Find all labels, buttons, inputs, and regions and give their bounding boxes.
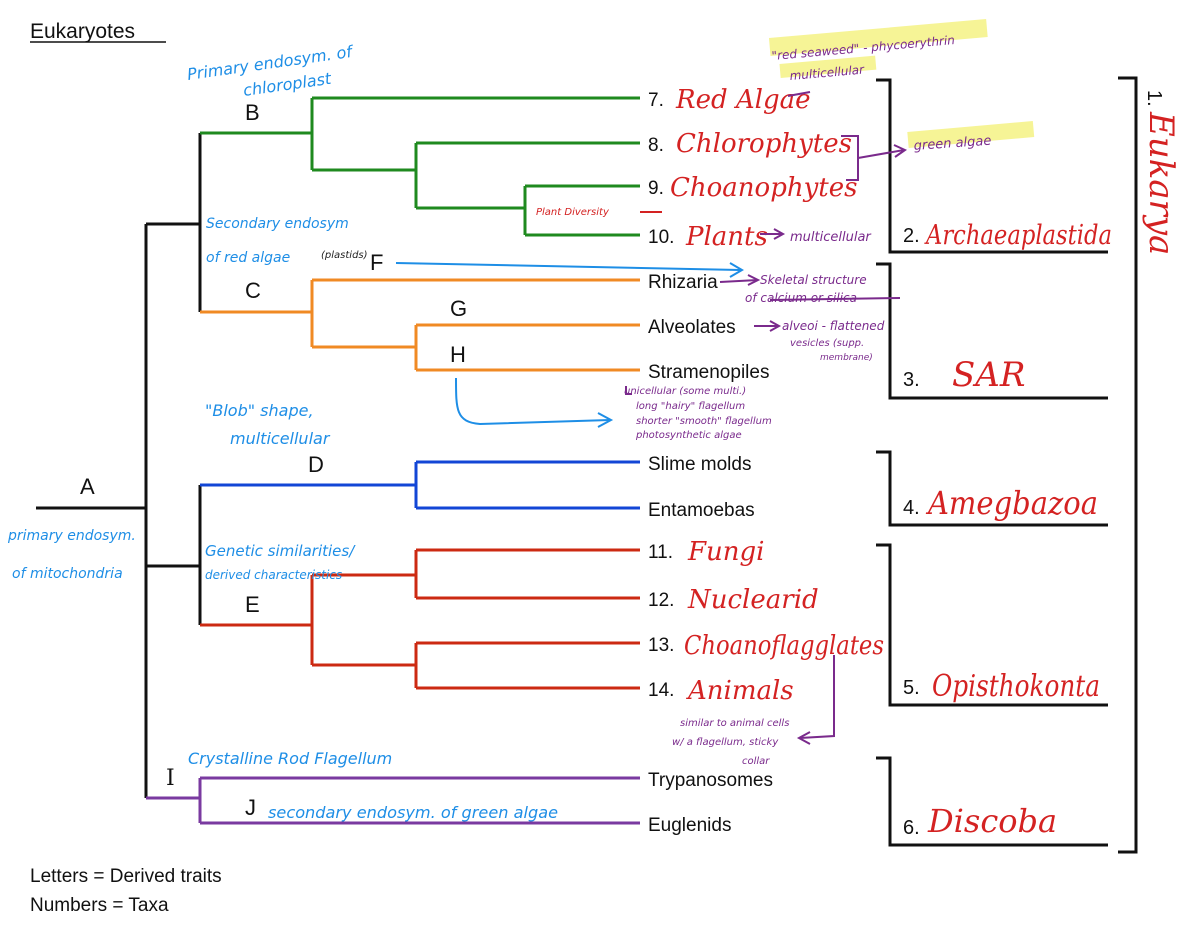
taxon-7-name: Red Algae <box>675 85 811 115</box>
taxon-8-name: Chlorophytes <box>676 129 852 159</box>
discoba-branches <box>146 776 640 825</box>
highlight-multicellular <box>779 55 877 78</box>
group-4-name: Amegbazoa <box>925 484 1098 522</box>
group-3-number: 3. <box>903 369 920 391</box>
note-rhizaria-line1: Skeletal structure <box>760 273 867 287</box>
blue-arrows <box>395 262 744 428</box>
note-h-line1: unicellular (some multi.) <box>624 386 746 397</box>
group-brackets <box>876 76 1138 854</box>
legend-letters: Letters = Derived traits <box>30 866 222 887</box>
note-d-line2: multicellular <box>230 429 331 448</box>
group-6-name: Discoba <box>927 802 1057 840</box>
note-d-line1: "Blob" shape, <box>205 401 314 420</box>
note-c-plastids: (plastids) <box>321 250 368 261</box>
taxon-9-number: 9. <box>648 178 664 199</box>
node-h: H <box>450 342 466 367</box>
group-3-name: SAR <box>952 355 1025 395</box>
node-i: I <box>166 766 175 791</box>
taxon-alveolates: Alveolates <box>648 317 736 338</box>
node-e: E <box>245 592 260 617</box>
note-a-line2: of mitochondria <box>12 566 123 582</box>
taxon-14-name: Animals <box>686 676 794 706</box>
note-rhizaria-line2: of calcium or silica <box>745 291 857 305</box>
group-2-name: Archaeaplastida <box>923 220 1112 251</box>
highlight-red-algae <box>768 19 988 56</box>
archaeplastida-branches <box>200 96 640 237</box>
taxon-11-name: Fungi <box>687 537 765 567</box>
taxon-8-number: 8. <box>648 135 664 156</box>
node-letters: A B C D E F G H I J <box>80 100 467 820</box>
note-c-line2: of red algae <box>206 250 290 266</box>
note-alveolates-line2: vesicles (supp. <box>790 338 864 349</box>
opisthokonta-branches <box>200 548 640 690</box>
note-i: Crystalline Rod Flagellum <box>188 749 392 768</box>
note-alveolates-line1: alveoi - flattened <box>782 319 885 333</box>
amoebozoa-branches <box>200 460 640 510</box>
group-2-number: 2. <box>903 225 920 247</box>
note-c-line1: Secondary endosym <box>206 216 349 232</box>
taxon-10-name: Plants <box>685 222 768 252</box>
taxon-12-number: 12. <box>648 590 674 611</box>
note-green-algae: green algae <box>913 134 992 154</box>
note-e-line2: derived characteristics <box>205 568 342 582</box>
node-c: C <box>245 278 261 303</box>
taxon-9-name: Choanophytes <box>670 173 857 203</box>
note-e-line1: Genetic similarities/ <box>205 542 356 560</box>
legend-numbers: Numbers = Taxa <box>30 895 169 916</box>
taxon-slime-molds: Slime molds <box>648 454 751 475</box>
taxon-14-number: 14. <box>648 680 674 701</box>
note-h-line4: photosynthetic algae <box>635 430 742 441</box>
purple-arrows <box>625 91 908 745</box>
node-d: D <box>308 452 324 477</box>
node-j: J <box>245 795 256 820</box>
taxon-7-number: 7. <box>648 90 664 111</box>
taxa-labels: 7. 8. 9. 10. Rhizaria Alveolates Stramen… <box>648 90 773 836</box>
sar-branches <box>200 278 640 372</box>
group-4-number: 4. <box>903 497 920 519</box>
root-branches <box>36 133 202 798</box>
note-a-line1: primary endosym. <box>7 528 136 544</box>
taxa-handwritten-names: Red Algae Chlorophytes Choanophytes Plan… <box>670 85 884 706</box>
note-h-line3: shorter "smooth" flagellum <box>636 416 772 427</box>
blue-notes: Primary endosym. of chloroplast Secondar… <box>7 42 558 822</box>
note-h-line2: long "hairy" flagellum <box>636 401 745 412</box>
note-choano-line3: collar <box>742 756 770 767</box>
taxon-11-number: 11. <box>648 542 673 563</box>
note-choano-line1: similar to animal cells <box>680 718 789 729</box>
taxon-10-number: 10. <box>648 227 674 248</box>
note-alveolates-line3: membrane) <box>820 353 873 363</box>
note-red-algae-line2: multicellular <box>789 62 866 83</box>
note-j: secondary endosym. of green algae <box>268 803 558 822</box>
taxon-euglenids: Euglenids <box>648 815 731 836</box>
taxon-entamoebas: Entamoebas <box>648 500 755 521</box>
taxon-13-name: Choanoflagglates <box>684 631 884 661</box>
taxon-trypanosomes: Trypanosomes <box>648 770 773 791</box>
taxon-13-number: 13. <box>648 635 674 656</box>
taxon-stramenopiles: Stramenopiles <box>648 362 769 383</box>
node-a: A <box>80 474 95 499</box>
note-plant-diversity: Plant Diversity <box>536 207 610 218</box>
diagram-title: Eukaryotes <box>30 20 135 43</box>
node-g: G <box>450 296 467 321</box>
note-choano-line2: w/ a flagellum, sticky <box>672 737 779 748</box>
group-1-name: Eukarya <box>1141 111 1181 255</box>
group-5-name: Opisthokonta <box>932 669 1100 704</box>
node-f: F <box>370 250 383 275</box>
node-b: B <box>245 100 260 125</box>
group-1-number: 1. <box>1143 90 1165 107</box>
taxon-12-name: Nuclearid <box>687 585 819 615</box>
group-5-number: 5. <box>903 677 920 699</box>
group-labels: 2. Archaeaplastida 3. SAR 4. Amegbazoa 5… <box>903 90 1181 840</box>
note-plants-multicellular: multicellular <box>790 230 872 245</box>
taxon-rhizaria: Rhizaria <box>648 272 718 293</box>
highlight-green-algae <box>907 121 1035 148</box>
group-6-number: 6. <box>903 817 920 839</box>
